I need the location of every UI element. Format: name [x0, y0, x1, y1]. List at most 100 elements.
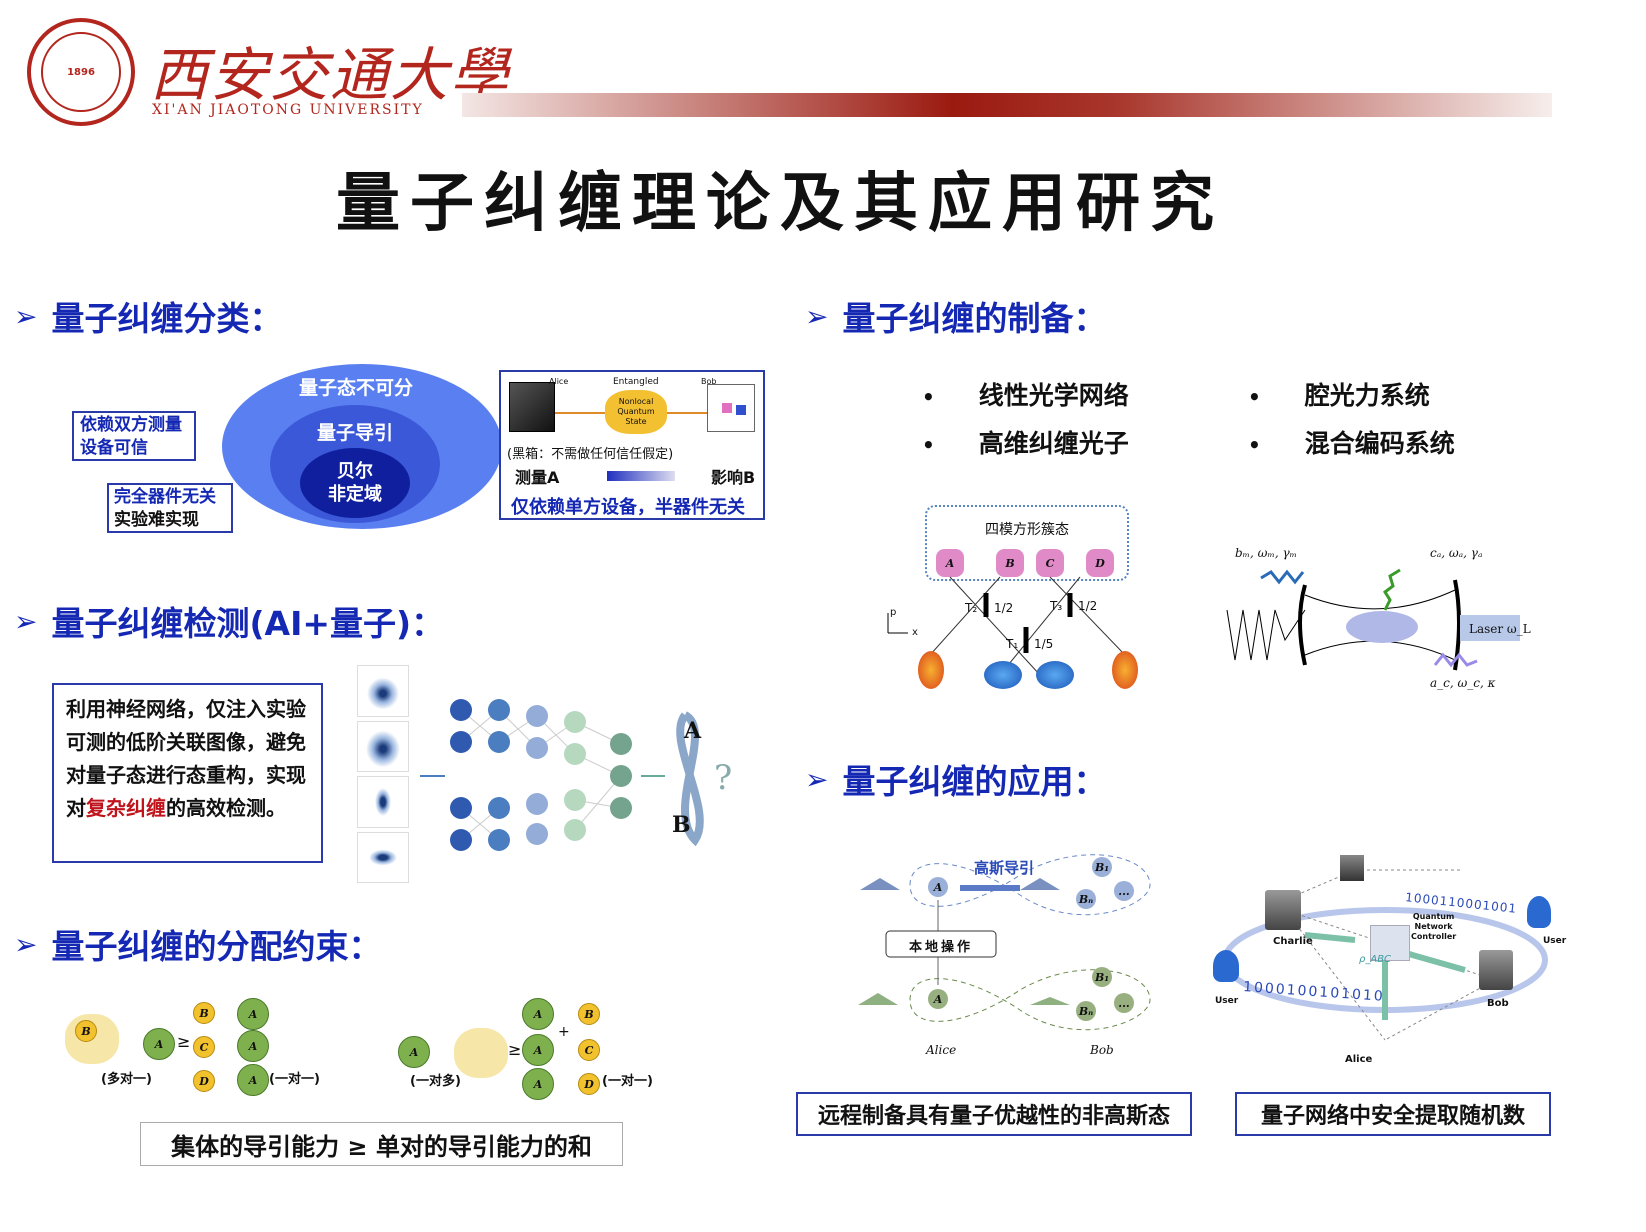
- detection-highlight: 复杂纠缠: [86, 796, 166, 820]
- axis-p: p: [890, 607, 897, 618]
- steering-conclusion: 仅依赖单方设备，半器件无关: [511, 497, 745, 518]
- arrow-bullet-icon: ➢: [14, 927, 38, 961]
- bs-t1-ratio: 1/5: [1034, 637, 1054, 651]
- controller-line2: Network: [1414, 922, 1453, 931]
- heading-text: 量子纠缠检测(AI+量子)：: [51, 604, 445, 643]
- question-mark: ?: [714, 758, 733, 798]
- node-a: A: [522, 1068, 554, 1100]
- detection-description: 利用神经网络，仅注入实验可测的低阶关联图像，避免对量子态进行态重构，实现对复杂纠…: [52, 683, 323, 863]
- heading-monogamy: ➢ 量子纠缠的分配约束：: [14, 920, 381, 968]
- atom-mode-label: cₐ, ωₐ, γₐ: [1430, 546, 1483, 560]
- one-to-one-label: (一对一): [602, 1074, 653, 1089]
- bs-t2: T₂: [965, 601, 978, 615]
- node-a: A: [522, 1034, 554, 1066]
- bob-label: Bob: [1487, 998, 1509, 1009]
- user-label-right: User: [1543, 936, 1567, 946]
- one-to-many-label: (一对多): [410, 1074, 461, 1089]
- bob-label: Bob: [701, 377, 717, 386]
- axis-x: x: [912, 627, 918, 638]
- bullet-high-dim-photons: 高维纠缠光子: [922, 424, 1129, 460]
- caption-non-gaussian: 远程制备具有量子优越性的非高斯态: [796, 1092, 1192, 1136]
- caption-randomness: 量子网络中安全提取随机数: [1235, 1092, 1551, 1136]
- bob-safe-icon: [1479, 950, 1513, 990]
- user-icon: [1213, 950, 1239, 982]
- rho-abc-label: ρ_ABC: [1359, 954, 1392, 965]
- neural-network-diagram: [420, 699, 704, 851]
- one-to-one-label: (一对一): [269, 1072, 320, 1087]
- heading-text: 量子纠缠分类：: [51, 299, 283, 338]
- seal-year: 1896: [41, 32, 121, 112]
- arrow-bullet-icon: ➢: [805, 299, 829, 333]
- node-a: A: [398, 1036, 430, 1068]
- heading-preparation: ➢量子纠缠的制备：: [805, 292, 1106, 340]
- controller-line3: Controller: [1411, 932, 1457, 941]
- controller-line1: Quantum: [1412, 912, 1455, 921]
- node-a: A: [237, 1030, 269, 1062]
- inner-label-2: 非定域: [328, 484, 382, 505]
- bob-label: Bob: [1090, 1043, 1114, 1057]
- mode-a: A: [936, 549, 964, 577]
- heading-classification: ➢量子纠缠分类：: [14, 292, 282, 340]
- mode-b: B: [996, 549, 1024, 577]
- node-bn: Bₙ: [1076, 889, 1096, 909]
- callout1-line2: 设备可信: [80, 438, 148, 458]
- node-d: D: [193, 1070, 215, 1092]
- user-label: User: [1215, 996, 1239, 1006]
- cloud-line2: Quantum: [617, 407, 655, 416]
- correlation-images: [357, 665, 409, 883]
- inner-label-1: 贝尔: [337, 461, 373, 482]
- node-b: B: [578, 1003, 600, 1025]
- alice-label: Alice: [1345, 1054, 1373, 1065]
- alice-label: Alice: [549, 377, 569, 386]
- bullet-linear-optics: 线性光学网络: [922, 376, 1129, 412]
- node-c: C: [578, 1039, 600, 1061]
- heading-application: ➢ 量子纠缠的应用：: [805, 755, 1106, 803]
- alice-label: Alice: [926, 1043, 957, 1057]
- heading-detection: ➢ 量子纠缠检测(AI+量子)：: [14, 597, 444, 645]
- node-a: A: [522, 998, 554, 1030]
- plus-sign: +: [558, 1024, 570, 1040]
- middle-label: 量子导引: [316, 422, 393, 444]
- callout-device-independent: 完全器件无关实验难实现: [107, 483, 233, 533]
- bs-t3: T₃: [1050, 599, 1063, 613]
- charlie-label: Charlie: [1273, 936, 1313, 947]
- gradient-arrow-icon: [607, 471, 675, 481]
- alice-blackbox-icon: [509, 382, 555, 432]
- bob-trusted-box-icon: [707, 384, 755, 432]
- optomechanical-cavity-diagram: bₘ, ωₘ, γₘ cₐ, ωₐ, γₐ Laser ω_L a_c, ω_c…: [1225, 540, 1535, 695]
- callout1-line1: 依赖双方测量: [80, 415, 182, 435]
- bs-t3-ratio: 1/2: [1078, 599, 1098, 613]
- banner-bar: [462, 93, 1552, 117]
- arrow-bullet-icon: ➢: [14, 604, 38, 638]
- node-a: A: [237, 1064, 269, 1096]
- geq-sign-2: ≥: [508, 1040, 522, 1059]
- callout2-line2: 实验难实现: [114, 510, 199, 530]
- node-bn: Bₙ: [1076, 1001, 1096, 1021]
- bullet-optomechanics: 腔光力系统: [1248, 376, 1430, 412]
- heading-text: 量子纠缠的应用：: [842, 762, 1107, 801]
- cluster-title: 四模方形簇态: [985, 522, 1069, 538]
- bs-t2-ratio: 1/2: [994, 601, 1014, 615]
- node-a: A: [928, 989, 948, 1009]
- university-name-cn: 西安交通大學: [150, 41, 511, 109]
- node-a: A: [143, 1028, 175, 1060]
- knot-label-b: B: [672, 812, 691, 838]
- arrow-bullet-icon: ➢: [805, 762, 829, 796]
- node-c: C: [193, 1036, 215, 1058]
- local-operation-box: 本地操作: [908, 940, 973, 955]
- node-b: B: [75, 1020, 97, 1042]
- node-b: B: [193, 1002, 215, 1024]
- entangled-label: Entangled: [613, 377, 659, 387]
- geq-sign: ≥: [177, 1032, 191, 1051]
- university-seal-logo: 1896: [27, 18, 135, 126]
- mechanical-mode-label: bₘ, ωₘ, γₘ: [1235, 546, 1297, 560]
- laser-label: Laser ω_L: [1469, 622, 1531, 636]
- heading-text: 量子纠缠的分配约束：: [51, 927, 382, 966]
- callout2-line1: 完全器件无关: [114, 487, 216, 507]
- university-name-en: XI'AN JIAOTONG UNIVERSITY: [152, 102, 424, 118]
- cavity-mode-label: a_c, ω_c, κ: [1430, 676, 1496, 690]
